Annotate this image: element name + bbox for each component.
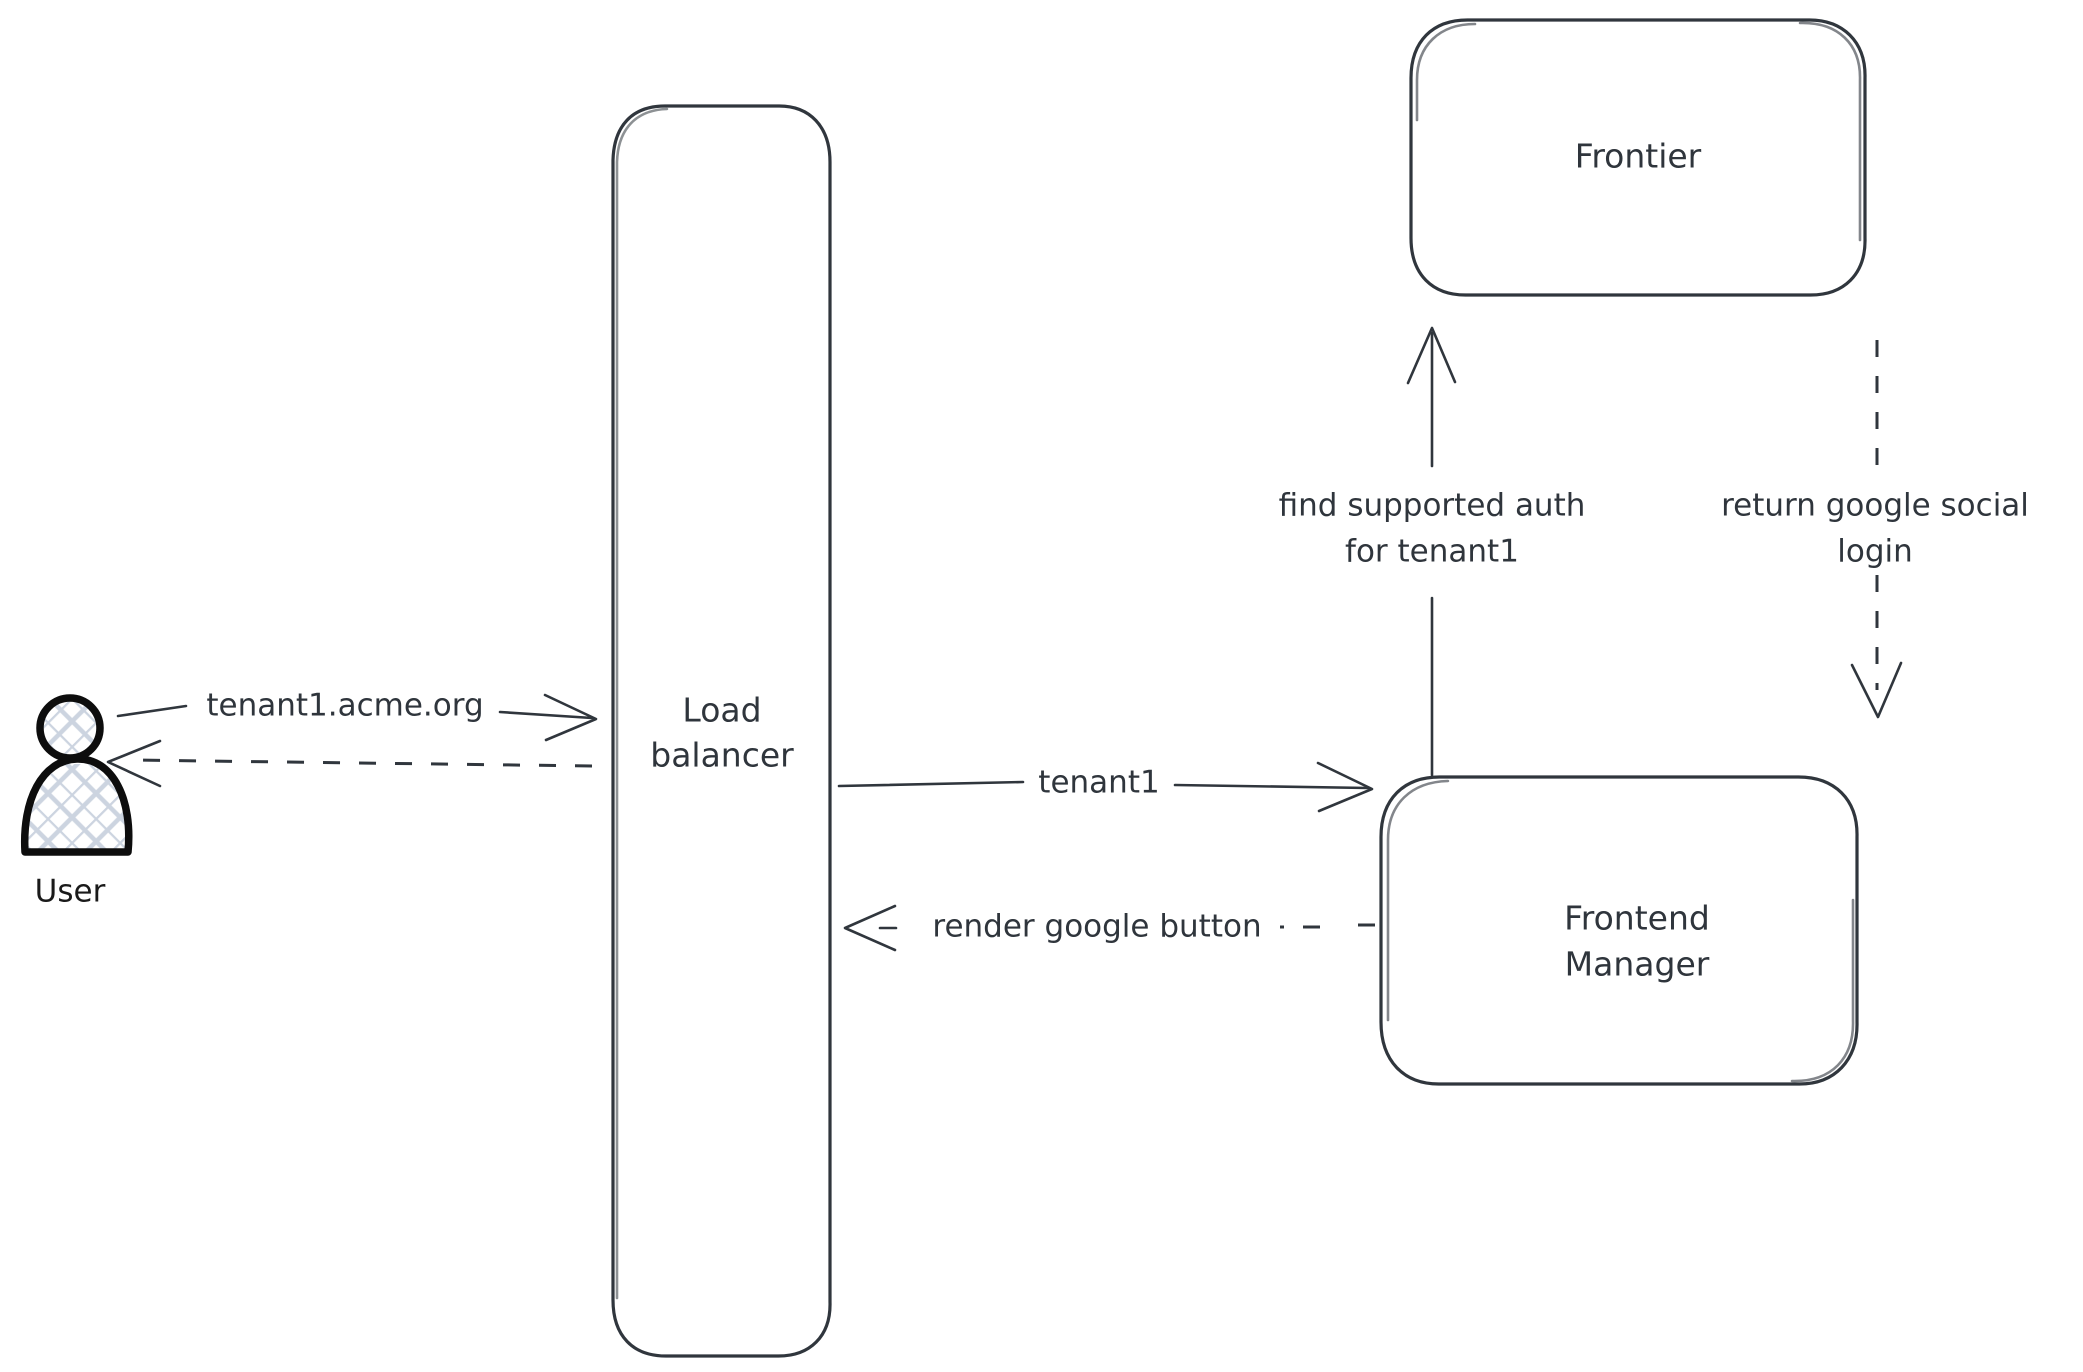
frontend-manager-label-line2: Manager bbox=[1565, 945, 1710, 984]
node-load-balancer[interactable]: Load balancer bbox=[611, 104, 832, 1358]
edge-fm-to-lb-arrowhead bbox=[843, 904, 897, 952]
edge-lb-to-user-arrowhead bbox=[106, 739, 162, 788]
edge-lb-to-fm-line-right bbox=[1173, 783, 1370, 790]
load-balancer-shape bbox=[611, 104, 832, 1358]
user-head-fill bbox=[40, 698, 100, 758]
edge-frontier-to-fm-label-line1: return google social bbox=[1721, 488, 2029, 524]
node-frontend-manager[interactable]: Frontend Manager bbox=[1379, 775, 1859, 1086]
node-user[interactable]: User bbox=[20, 694, 133, 910]
node-frontier[interactable]: Frontier bbox=[1409, 18, 1867, 297]
edge-lb-to-fm-arrowhead bbox=[1316, 761, 1374, 813]
frontend-manager-label-line1: Frontend bbox=[1564, 899, 1710, 938]
frontend-manager-sketch-overstroke bbox=[1386, 779, 1855, 1083]
frontier-label-line1: Frontier bbox=[1575, 137, 1702, 176]
edge-lb-to-user-line bbox=[129, 758, 593, 768]
load-balancer-sketch-overstroke bbox=[615, 107, 669, 1300]
edge-fm-to-lb-label: render google button bbox=[932, 909, 1261, 945]
frontend-manager-shape bbox=[1379, 775, 1859, 1086]
user-body-fill bbox=[25, 764, 129, 852]
edge-frontier-to-fm-arrowhead bbox=[1850, 661, 1903, 719]
edge-user-to-lb-line-right bbox=[498, 710, 594, 720]
load-balancer-label-line1: Load bbox=[682, 691, 761, 730]
edge-lb-to-user[interactable] bbox=[106, 739, 593, 788]
edge-fm-to-frontier-label-line1: find supported auth bbox=[1279, 488, 1586, 524]
edge-fm-to-frontier-label-line2: for tenant1 bbox=[1345, 534, 1519, 570]
user-head bbox=[36, 694, 104, 762]
edge-user-to-lb-arrowhead bbox=[543, 693, 598, 742]
edge-lb-to-fm-line-left bbox=[837, 780, 1025, 788]
frontier-shape bbox=[1409, 18, 1867, 297]
edge-user-to-lb-line-left bbox=[116, 704, 188, 718]
edge-user-to-lb-label: tenant1.acme.org bbox=[206, 688, 483, 724]
edge-fm-to-frontier-arrowhead bbox=[1406, 326, 1457, 385]
edge-fm-to-lb[interactable]: render google button bbox=[843, 904, 1375, 952]
load-balancer-label-line2: balancer bbox=[650, 736, 794, 775]
edge-lb-to-fm-label: tenant1 bbox=[1038, 765, 1159, 801]
edge-user-to-lb[interactable]: tenant1.acme.org bbox=[116, 688, 598, 742]
user-label: User bbox=[35, 874, 106, 910]
frontier-sketch-overstroke bbox=[1415, 21, 1862, 242]
edge-lb-to-fm[interactable]: tenant1 bbox=[837, 761, 1374, 813]
edge-frontier-to-fm-label-line2: login bbox=[1837, 534, 1913, 570]
edge-fm-to-frontier[interactable]: find supported auth for tenant1 bbox=[1279, 326, 1586, 777]
edge-frontier-to-fm[interactable]: return google social login bbox=[1721, 340, 2029, 719]
